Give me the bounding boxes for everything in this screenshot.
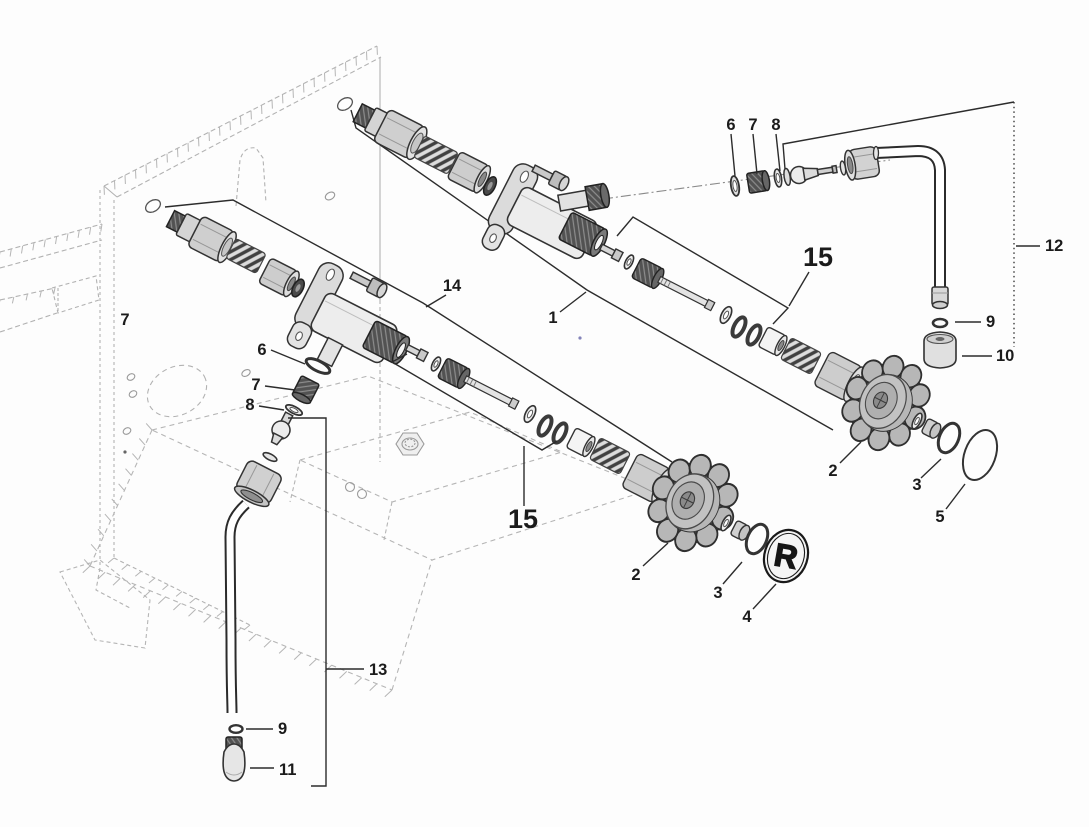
callout-lower-3: 3 [713,584,722,602]
brand-logo-disc: R [762,528,810,584]
callout-lower-4: 4 [742,608,752,626]
callout-label-14: 14 [443,277,462,295]
fitting-nut [373,109,428,161]
callout-leaders [246,101,1040,787]
callout-bottom-9: 9 [278,720,287,738]
callout-label-13: 13 [369,661,387,679]
upper-valve-assembly [352,102,611,260]
callout-right-3: 3 [912,476,921,494]
lower-knob-assembly: R [631,439,810,584]
lower-valve-stem-kit [404,343,673,505]
o-ring-6 [304,357,332,375]
callout-right-12: 12 [1045,237,1063,255]
pipe-nut [843,146,881,181]
dark-washer [482,176,498,196]
threaded-boss [558,212,609,257]
callout-upper-15: 15 [803,242,833,272]
pipe-nut [233,460,282,508]
callout-right-9: 9 [986,313,995,331]
nozzle-tip [222,743,246,782]
callout-top-6: 6 [726,116,735,134]
callout-panel-7: 7 [120,311,129,329]
fitting-group-top [729,146,881,197]
valve-flange [481,163,539,251]
valve-stem [657,275,716,312]
seal-ring [961,428,999,482]
right-knob-assembly [825,341,999,482]
callout-left-7: 7 [251,376,260,394]
hatch-tick-marks [0,45,393,698]
frame-panel [0,45,382,626]
ball-end [270,411,294,446]
lower-valve-assembly [165,209,411,368]
callout-lower-15: 15 [508,504,538,534]
cap-10 [923,331,957,369]
o-ring-9 [931,317,949,329]
callout-left-6: 6 [257,341,266,359]
callout-top-7: 7 [748,116,757,134]
water-pipe-assembly [222,357,332,782]
callout-lower-2: 2 [631,566,640,584]
hatch-ticks [0,45,393,698]
callout-right-10: 10 [996,347,1014,365]
callout-top-8: 8 [771,116,780,134]
callout-left-8: 8 [245,396,254,414]
callout-right-2: 2 [828,462,837,480]
spring [414,136,458,174]
ball-joint [783,164,838,187]
steam-pipe-assembly [872,144,957,369]
callout-label-1: 1 [548,309,557,327]
callout-bottom-11: 11 [279,761,296,779]
callout-right-5: 5 [935,508,944,526]
scan-speck [578,336,582,340]
bolt [531,164,570,192]
brand-logo-letter: R [771,536,800,575]
o-ring-9b [228,724,244,735]
